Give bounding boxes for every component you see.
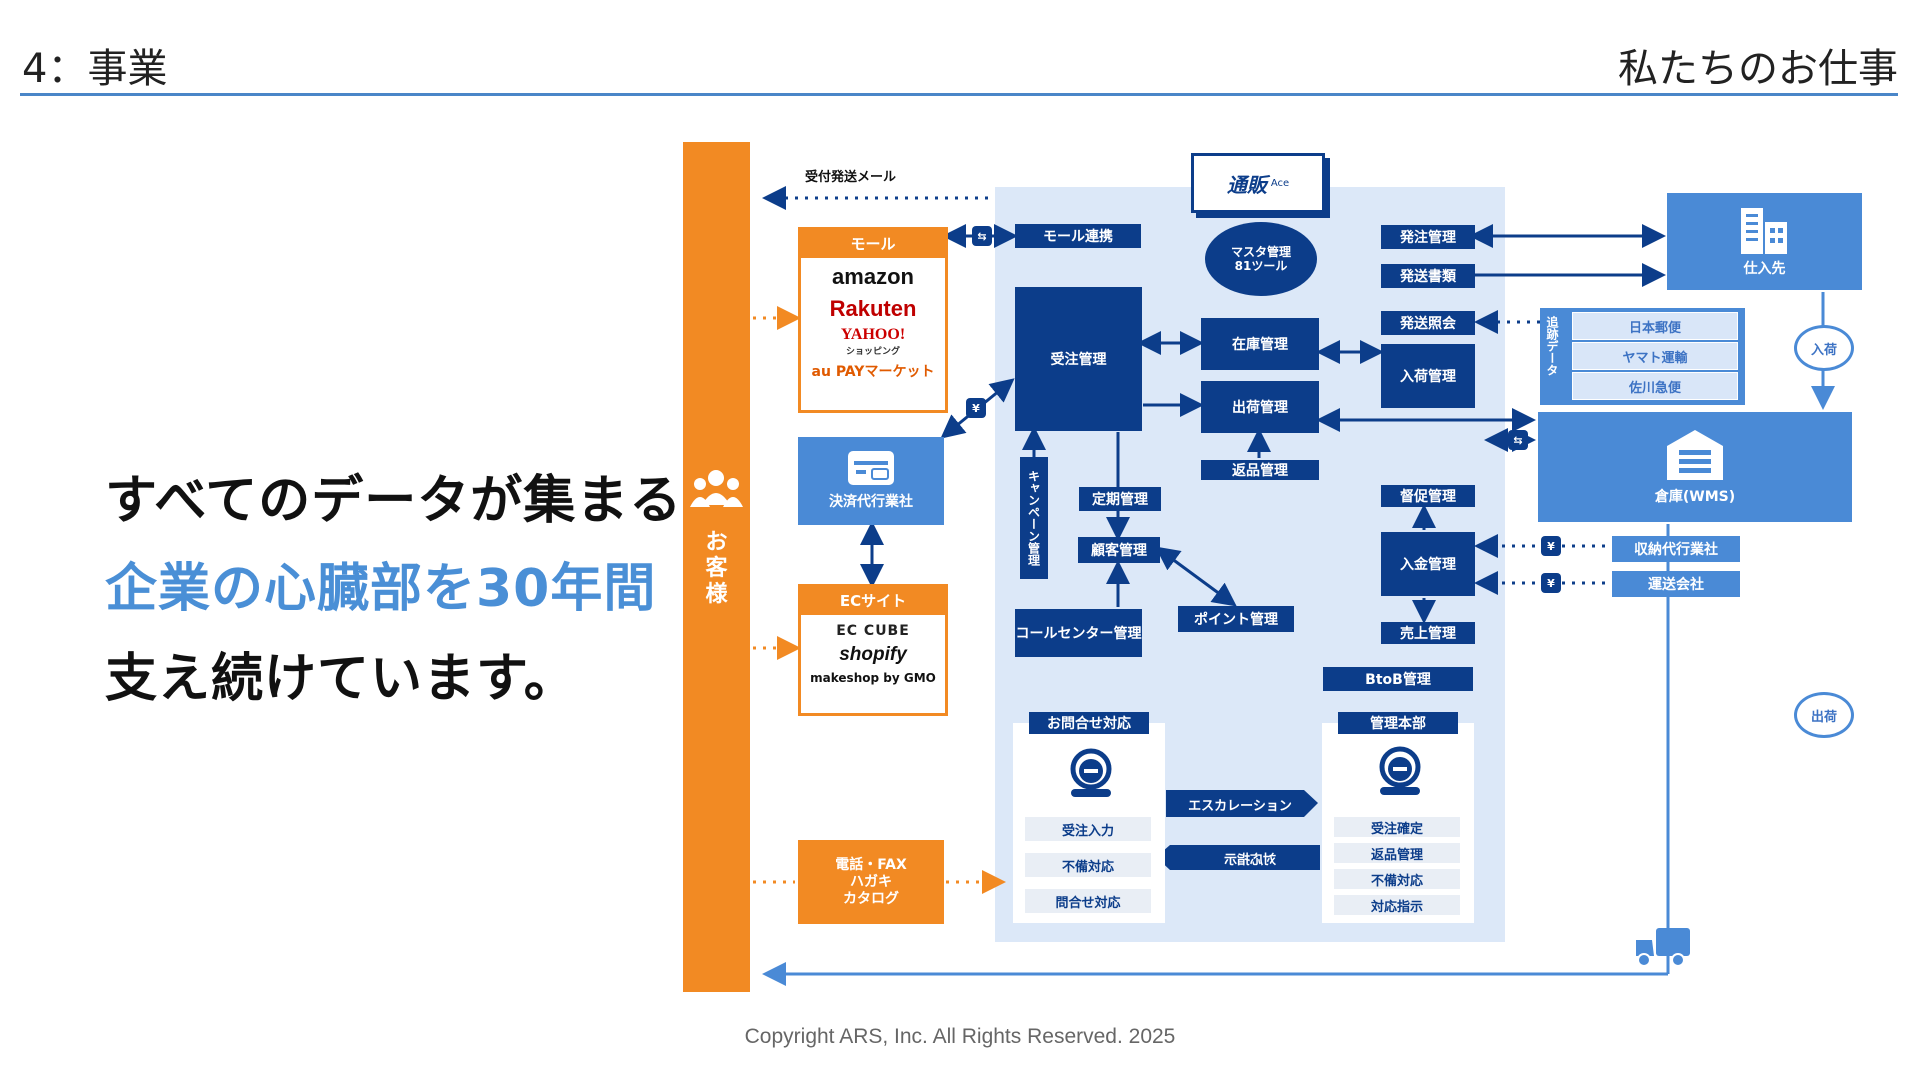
subscription-module: 定期管理 [1079,487,1161,511]
header-divider [20,93,1898,96]
sales-mgmt-module: 売上管理 [1381,622,1475,644]
tracking-data-box: 追跡データ 日本郵便 ヤマト運輸 佐川急便 [1540,308,1745,405]
mall-link-module: モール連携 [1015,224,1141,248]
aupay-logo: au PAYマーケット [811,364,935,380]
points-module: ポイント管理 [1178,606,1294,632]
inquiry-item: 問合せ対応 [1025,889,1151,913]
card-icon [848,451,894,485]
ec-site-title: ECサイト [801,587,945,615]
btob-module: BtoB管理 [1323,667,1473,691]
supplier-label: 仕入先 [1743,260,1786,277]
campaign-module: キャンペーン管理 [1020,457,1048,579]
hq-box: 管理本部 受注確定 返品管理 不備対応 対応指示 [1322,712,1474,923]
yen-icon: ¥ [1541,573,1561,593]
inquiry-desk-title: お問合せ対応 [1029,712,1149,734]
rakuten-logo: Rakuten [829,296,917,321]
inbound-badge: 入荷 [1794,325,1854,371]
hq-item: 受注確定 [1334,817,1460,837]
customer-bar [683,142,750,992]
purchase-order-module: 発注管理 [1381,225,1475,249]
returns-module: 返品管理 [1201,460,1319,480]
operator-icon [1372,741,1428,797]
hq-item: 不備対応 [1334,869,1460,889]
offline-channel-box: 電話・FAX ハガキ カタログ [798,840,944,924]
collection-agent-box: 収納代行業社 [1612,536,1740,562]
mail-label: 受付発送メール [805,170,897,185]
inventory-module: 在庫管理 [1201,318,1319,370]
inquiry-item: 不備対応 [1025,853,1151,877]
tagline-line-3: 支え続けています。 [105,649,577,709]
tsuhan-ace-logo: 通販 Ace [1191,153,1325,213]
master-tool: マスタ管理 81ツール [1205,222,1317,296]
warehouse-box: 倉庫(WMS) [1538,412,1852,522]
yen-icon: ¥ [966,398,986,418]
payment-agent-box: 決済代行業社 [798,437,944,525]
shopify-logo: shopify [839,644,907,665]
shipping-mgmt-module: 出荷管理 [1201,381,1319,433]
carrier-company-box: 運送会社 [1612,571,1740,597]
customer-label: お客様 [705,530,728,607]
warehouse-label: 倉庫(WMS) [1654,489,1736,505]
tagline-line-1: すべてのデータが集まる [105,471,683,531]
amazon-logo: amazon [832,264,914,289]
people-icon [688,465,745,515]
call-center-module: コールセンター管理 [1015,609,1142,657]
hq-title: 管理本部 [1338,712,1458,734]
mall-title: モール [801,230,945,258]
sync-icon: ⇆ [1508,430,1528,450]
carrier-yamato: ヤマト運輸 [1572,342,1738,370]
eccube-logo: EC CUBE [836,623,910,639]
carrier-japan-post: 日本郵便 [1572,312,1738,340]
inquiry-item: 受注入力 [1025,817,1151,841]
outbound-badge: 出荷 [1794,692,1854,738]
sync-icon: ⇆ [972,226,992,246]
hq-item: 返品管理 [1334,843,1460,863]
ec-site-box: ECサイト EC CUBE shopify makeshop by GMO [798,584,948,716]
order-mgmt-module: 受注管理 [1015,287,1142,431]
operator-icon [1063,743,1119,799]
dunning-module: 督促管理 [1381,485,1475,507]
building-icon [1739,206,1791,256]
truck-icon [1634,926,1692,968]
yahoo-logo: YAHOO! [840,326,906,343]
warehouse-icon [1665,428,1725,482]
logo-text: 通販 [1226,172,1267,197]
yahoo-shopping-label: ショッピング [845,347,900,357]
yen-icon: ¥ [1541,536,1561,556]
page-title: 私たちのお仕事 [1618,46,1898,92]
tagline-line-2: 企業の心臓部を30年間 [105,559,657,619]
section-title: 4：事業 [22,46,168,92]
makeshop-logo: makeshop by GMO [810,671,936,685]
payment-mgmt-module: 入金管理 [1381,532,1475,596]
customer-mgmt-module: 顧客管理 [1078,537,1160,563]
receiving-module: 入荷管理 [1381,344,1475,408]
logo-sub: Ace [1270,177,1290,189]
instruction-label: 対応指示 [1224,853,1277,868]
supplier-box: 仕入先 [1667,193,1862,290]
payment-agent-label: 決済代行業社 [829,494,913,510]
carrier-sagawa: 佐川急便 [1572,372,1738,400]
escalation-label: エスカレーション [1188,799,1292,814]
shipping-docs-module: 発送書類 [1381,264,1475,288]
mall-box: モール amazon Rakuten YAHOO! ショッピング au PAYマ… [798,227,948,413]
inquiry-desk-box: お問合せ対応 受注入力 不備対応 問合せ対応 [1013,712,1165,923]
tracking-label: 追跡データ [1545,316,1559,376]
copyright: Copyright ARS, Inc. All Rights Reserved.… [744,1025,1176,1048]
shipping-inquiry-module: 発送照会 [1381,311,1475,335]
hq-item: 対応指示 [1334,895,1460,915]
